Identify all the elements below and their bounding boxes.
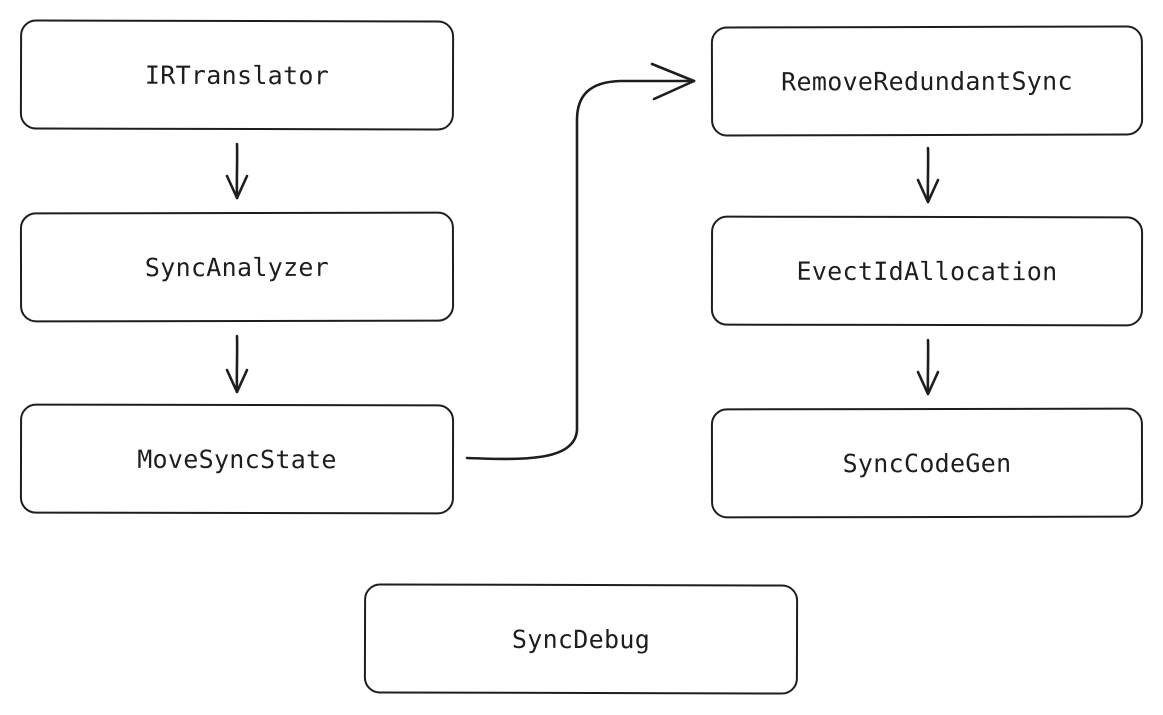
- node-label: SyncCodeGen: [842, 448, 1012, 478]
- node-label: MoveSyncState: [137, 444, 337, 474]
- edge-syncanalyzer-to-movesyncstate: [225, 334, 249, 394]
- edge-movesyncstate-to-removeredundantsync: [465, 62, 696, 461]
- node-label: RemoveRedundantSync: [781, 66, 1073, 96]
- node-syncanalyzer[interactable]: SyncAnalyzer: [19, 211, 455, 323]
- edge-irtranslator-to-syncanalyzer: [225, 142, 249, 200]
- node-removeredundantsync[interactable]: RemoveRedundantSync: [710, 25, 1144, 137]
- node-evectidallocation[interactable]: EvectIdAllocation: [710, 215, 1144, 327]
- node-movesyncstate[interactable]: MoveSyncState: [19, 403, 455, 515]
- edge-removeredundantsync-to-evectidallocation: [916, 146, 940, 204]
- node-label: EvectIdAllocation: [796, 256, 1058, 286]
- edge-evectidallocation-to-synccodegen: [916, 338, 940, 396]
- node-label: SyncAnalyzer: [144, 252, 330, 282]
- node-synccodegen[interactable]: SyncCodeGen: [710, 407, 1144, 519]
- node-irtranslator[interactable]: IRTranslator: [19, 19, 455, 131]
- node-label: SyncDebug: [511, 624, 651, 654]
- node-label: IRTranslator: [144, 60, 330, 90]
- node-syncdebug[interactable]: SyncDebug: [363, 583, 799, 695]
